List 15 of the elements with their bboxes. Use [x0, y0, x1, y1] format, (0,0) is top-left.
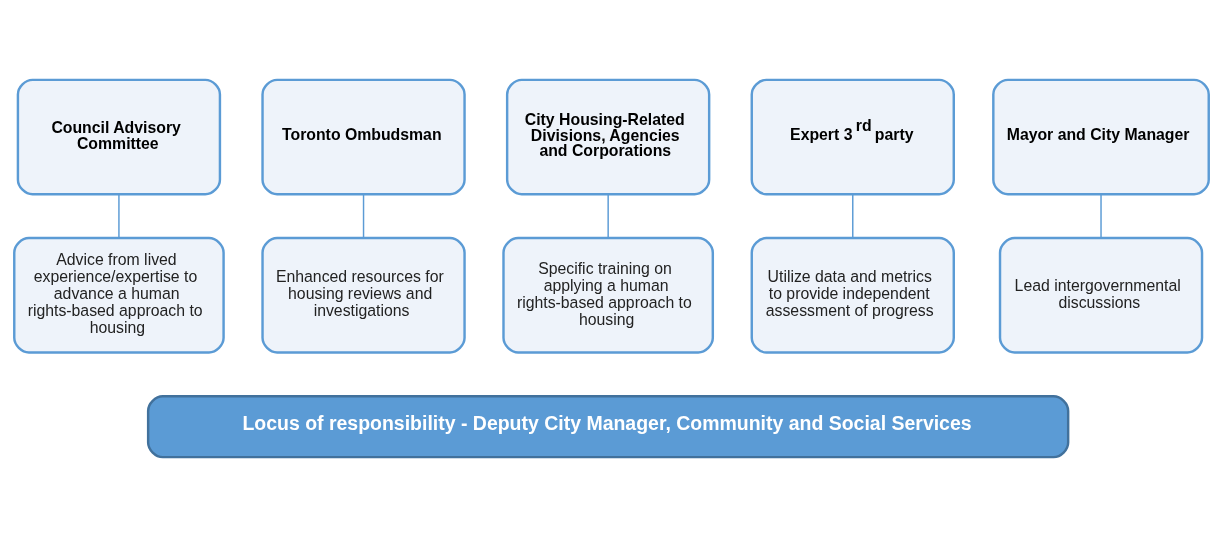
node-box: Locus of responsibility - Deputy City Manager, Community and Social Services	[146, 395, 1070, 459]
node-box: City Housing-Related Divisions, Agencies and Corporations	[505, 78, 711, 196]
node-box: Toronto Ombudsman	[261, 78, 466, 196]
node-box: Council Advisory Committee	[16, 78, 222, 196]
node-box: Utilize data and metrics to provide independent assessment of progress	[750, 236, 955, 354]
node-box: Advice from lived experience/expertise to advance a human rights-based approach to housing	[13, 236, 225, 354]
connector	[852, 193, 854, 239]
node-box: Mayor and City Manager	[992, 78, 1210, 196]
connector	[118, 193, 120, 239]
node-box: Enhanced resources for housing reviews and investigations	[261, 236, 466, 354]
connector	[607, 193, 609, 239]
connector	[362, 193, 365, 239]
node-box: Specific training on applying a human rights-based approach to housing	[502, 236, 715, 354]
node-box: Lead intergovernmental discussions	[998, 236, 1204, 354]
connector	[1100, 193, 1102, 239]
